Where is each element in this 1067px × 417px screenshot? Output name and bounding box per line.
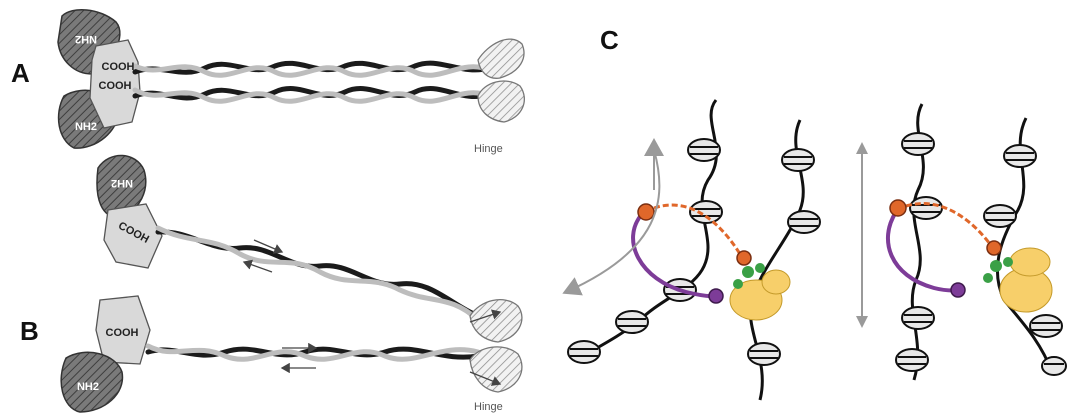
panel-c-left-yellow-subunit-2 (762, 270, 790, 294)
panel-c-left-nucleosome (690, 201, 722, 223)
panel-c-left-nucleosome (748, 343, 780, 365)
panel-c-left-orange-head-2 (737, 251, 751, 265)
panel-c-right-green-subunit (990, 260, 1002, 272)
panel-c-left-nucleosome (782, 149, 814, 171)
panel-c-right-nucleosome (896, 349, 928, 371)
panel-b-head-lower-label: NH2 (77, 381, 99, 393)
panel-a-head-bottom-label: NH2 (75, 121, 97, 133)
panel-b-tail-lower-label: COOH (106, 327, 139, 339)
panel-c-right-purple-arm (888, 212, 958, 291)
panel-c-left-nucleosome (688, 139, 720, 161)
panel-b-hinge-label: Hinge (474, 401, 503, 413)
panel-c-left-loop-extrusion (566, 100, 820, 400)
panel-c-left-nucleosome (788, 211, 820, 233)
panel-a-hinge-top (478, 39, 524, 78)
panel-c-left-green-subunit (742, 266, 754, 278)
panel-b-hinge-bottom (470, 347, 522, 392)
panel-a-hinge-label: Hinge (474, 143, 503, 155)
panel-c-right-orange-head-2 (987, 241, 1001, 255)
panel-c-right-nucleosome (1004, 145, 1036, 167)
panel-a-hinge-bottom (478, 81, 524, 122)
panel-c-right-yellow-subunit-2 (1010, 248, 1050, 276)
panel-c-left-green-subunit-3 (733, 279, 743, 289)
panel-c-right-nucleosome (1030, 315, 1062, 337)
panel-c-left-green-subunit-2 (755, 263, 765, 273)
panel-c-right-loop-extrusion (856, 104, 1066, 380)
panel-c-right-green-subunit-2 (1003, 257, 1013, 267)
panel-c-left-nucleosome (568, 341, 600, 363)
panel-c-left-purple-head (709, 289, 723, 303)
panel-b-hinge-top (470, 300, 522, 342)
panel-c-right-nucleosome (1042, 357, 1066, 375)
panel-a-tail-bottom-label: COOH (99, 80, 132, 92)
panel-c-right-nucleosome (910, 197, 942, 219)
panel-c-right-green-subunit-3 (983, 273, 993, 283)
panel-c-right-nucleosome (984, 205, 1016, 227)
panel-a-head-top-label: NH2 (75, 33, 97, 45)
panel-a-condensin-extended: NH2 COOH COOH NH2 Hinge (58, 10, 524, 155)
panel-c-right-nucleosome (902, 133, 934, 155)
panel-c-left-nucleosome (616, 311, 648, 333)
panel-b-head-upper-label: NH2 (111, 177, 133, 189)
panel-b-coil-diagonal-light (158, 228, 478, 320)
panel-c-right-purple-head (951, 283, 965, 297)
panel-c-left-orange-head (638, 204, 654, 220)
panel-a-tail-top-label: COOH (102, 61, 135, 73)
panel-b-condensin-bent: NH2 COOH COOH NH2 Hinge (61, 155, 522, 413)
panel-b-coil-diagonal-dark (158, 232, 478, 316)
panel-c-right-orange-head (890, 200, 906, 216)
panel-c-right-nucleosome (902, 307, 934, 329)
